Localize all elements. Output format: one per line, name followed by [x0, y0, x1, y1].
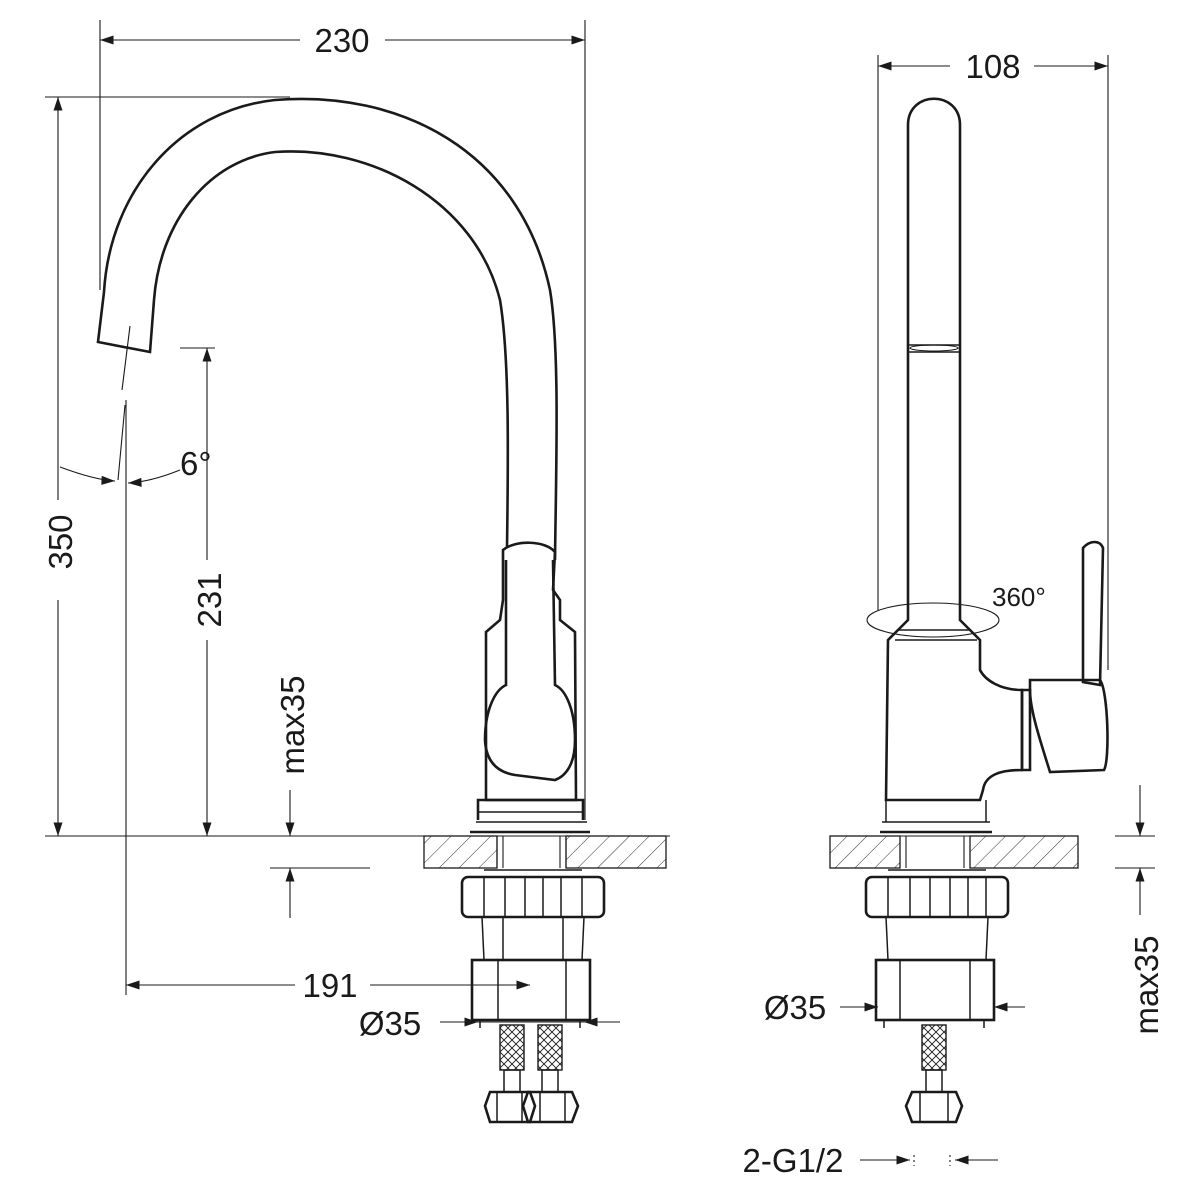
shank-front [470, 958, 592, 1028]
dimension-230: 230 [99, 20, 586, 820]
dimension-191: 191 [126, 967, 530, 1004]
dimension-g12: 2-G1/2 [743, 1142, 998, 1179]
mounting-nut-side [864, 869, 1010, 961]
max35-front-label: max35 [274, 675, 311, 774]
deck-section-side [829, 835, 1079, 869]
deck-section [423, 835, 667, 869]
dimension-angle-6: 6° [59, 445, 212, 487]
dimension-230-label: 230 [314, 22, 369, 59]
dia35-front-label: Ø35 [359, 1005, 421, 1042]
dimension-231: 231 [180, 347, 228, 836]
dimension-231-label: 231 [191, 572, 228, 627]
hoses-front [483, 1024, 580, 1124]
dimension-350: 350 [42, 96, 290, 836]
body-side [880, 540, 1109, 834]
dimension-dia35-side: Ø35 [764, 989, 1025, 1026]
dimension-dia35-front: Ø35 [359, 1005, 620, 1042]
g12-label: 2-G1/2 [743, 1142, 844, 1179]
hose-side [904, 1024, 964, 1124]
mounting-nut-front [460, 869, 606, 961]
max35-side-label: max35 [1128, 935, 1165, 1034]
shank-side [874, 958, 996, 1028]
dimension-350-label: 350 [42, 514, 79, 569]
front-view: 230 350 231 [42, 20, 670, 1124]
rotation-360: 360° [866, 582, 1046, 638]
faucet-body [470, 541, 590, 834]
dimension-max35-front: max35 [270, 675, 370, 918]
dia35-side-label: Ø35 [764, 989, 826, 1026]
side-view: 108 360° [743, 48, 1165, 1179]
angle-6-label: 6° [180, 445, 212, 482]
dimension-191-label: 191 [302, 967, 357, 1004]
dimension-max35-side: max35 [1115, 785, 1165, 1035]
rotation-360-label: 360° [992, 582, 1046, 612]
spout [96, 97, 558, 995]
dimension-108: 108 [877, 48, 1109, 670]
spout-side [906, 97, 962, 605]
dimension-108-label: 108 [965, 48, 1020, 85]
